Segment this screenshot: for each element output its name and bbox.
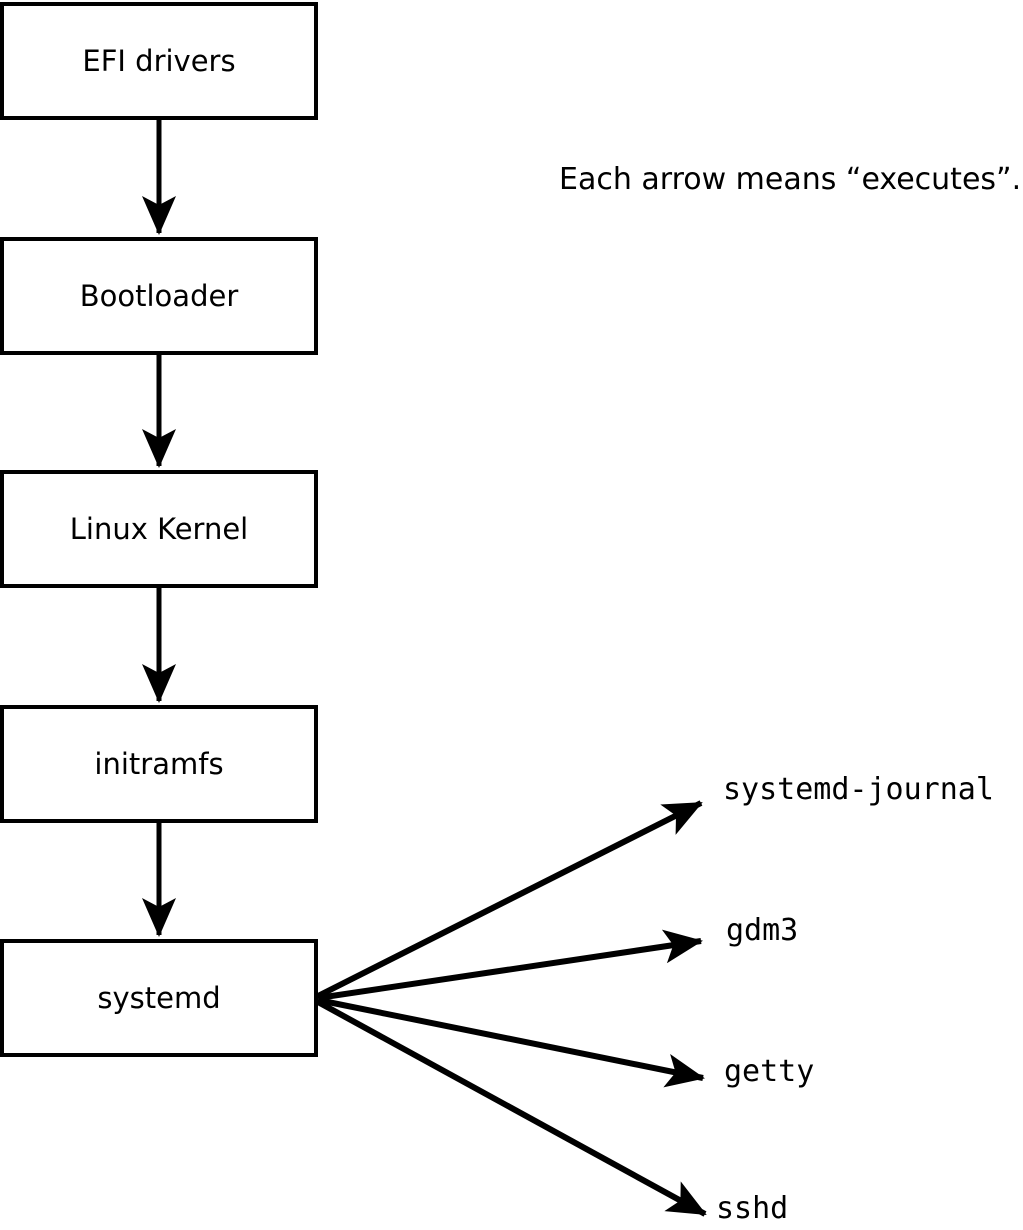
spawned-label-gdm3: gdm3 bbox=[726, 913, 799, 948]
node-efi-drivers: EFI drivers bbox=[0, 2, 318, 120]
node-bootloader: Bootloader bbox=[0, 237, 318, 355]
spawned-label-sshd: sshd bbox=[716, 1191, 789, 1226]
node-systemd: systemd bbox=[0, 939, 318, 1057]
node-bootloader-label: Bootloader bbox=[79, 278, 239, 313]
spawned-label-systemd-journal: systemd-journal bbox=[723, 772, 994, 807]
arrow-meaning-note: Each arrow means “executes”. bbox=[559, 162, 1022, 197]
node-initramfs-label: initramfs bbox=[94, 746, 224, 781]
node-linux-kernel: Linux Kernel bbox=[0, 470, 318, 588]
node-linux-kernel-label: Linux Kernel bbox=[69, 511, 249, 546]
node-efi-drivers-label: EFI drivers bbox=[82, 43, 236, 78]
arrow-systemd-to-sshd bbox=[316, 999, 707, 1217]
arrow-systemd-to-gdm3 bbox=[317, 929, 703, 1001]
node-systemd-label: systemd bbox=[97, 980, 221, 1015]
arrow-systemd-to-journal bbox=[316, 800, 703, 999]
arrow-systemd-to-getty bbox=[317, 997, 705, 1088]
node-initramfs: initramfs bbox=[0, 705, 318, 823]
spawned-label-getty: getty bbox=[724, 1054, 815, 1089]
